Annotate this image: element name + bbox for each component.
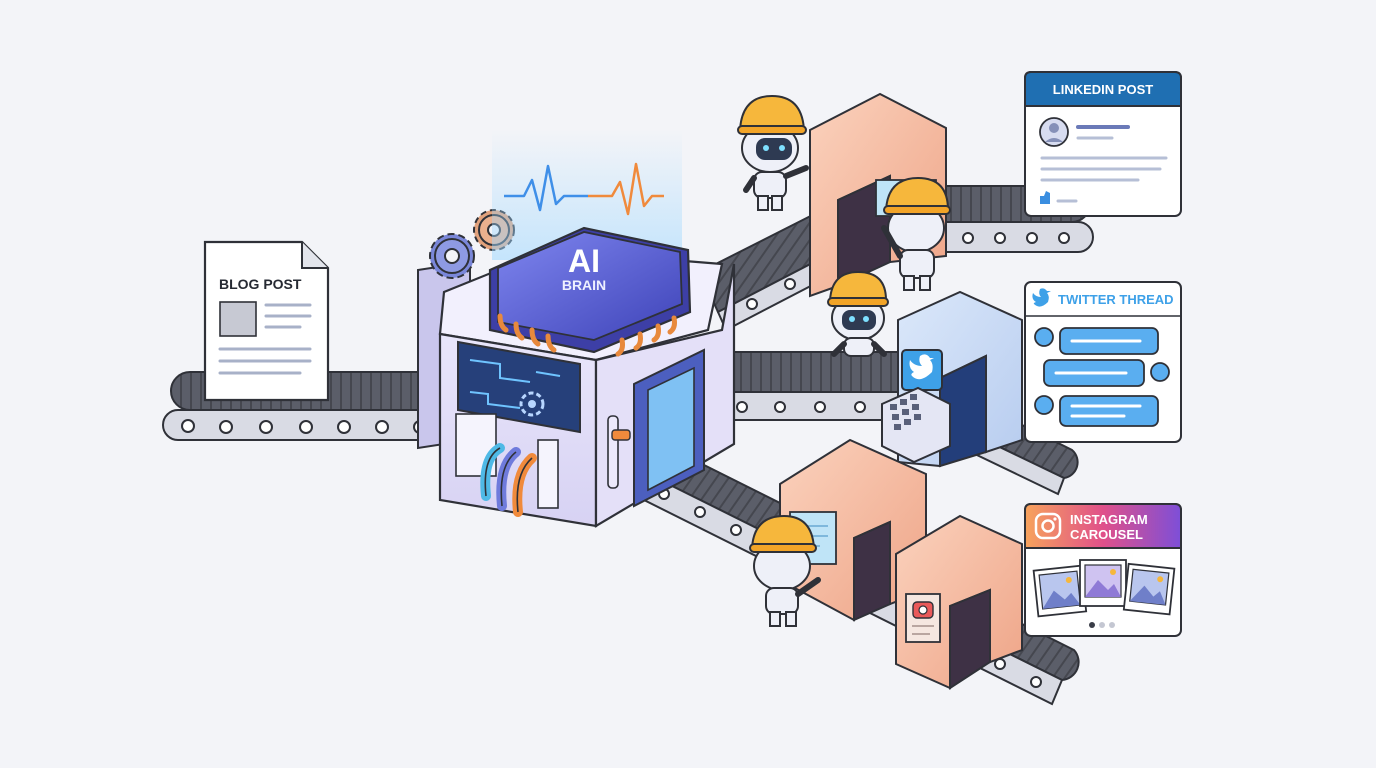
- instagram-carousel-card: INSTAGRAM CAROUSEL: [1024, 503, 1182, 637]
- robot-worker-4: [749, 514, 821, 627]
- pulse-wave-orange: [588, 162, 664, 216]
- linkedin-card-title: LINKEDIN POST: [1053, 82, 1153, 97]
- ai-brain-line2: BRAIN: [562, 277, 606, 293]
- instagram-card-title-line2: CAROUSEL: [1070, 527, 1143, 542]
- twitter-bird-icon: [1032, 288, 1051, 307]
- thumbs-up-icon: [1040, 191, 1050, 204]
- hard-hat-icon: [738, 94, 806, 131]
- robot-worker-1: [737, 94, 809, 211]
- twitter-thread-card: TWITTER THREAD: [1024, 281, 1182, 443]
- instagram-card-title-line1: INSTAGRAM: [1070, 512, 1148, 527]
- hard-hat-icon: [828, 270, 888, 301]
- instagram-camera-icon: [1034, 512, 1062, 540]
- ai-brain-machine: AI BRAIN: [417, 130, 736, 528]
- blog-post-document: BLOG POST: [203, 240, 330, 402]
- gear-icon: [519, 391, 545, 417]
- gear-icon: [429, 233, 475, 279]
- carousel-photo-2: [1079, 559, 1127, 607]
- carousel-photo-3: [1122, 562, 1176, 616]
- ai-brain-line1: AI: [568, 243, 600, 279]
- blog-post-title: BLOG POST: [219, 276, 302, 292]
- carousel-photo-1: [1032, 564, 1088, 618]
- robot-worker-3: [827, 270, 889, 357]
- robot-worker-2: [881, 176, 951, 291]
- blog-post-image: [219, 301, 257, 337]
- hard-hat-icon: [884, 176, 950, 211]
- thread-tweet-3: [1034, 395, 1159, 427]
- twitter-station-arch: [881, 290, 1023, 468]
- thread-tweet-2: [1043, 359, 1170, 387]
- instagram-station-arch-2: [895, 514, 1023, 690]
- pulse-wave-blue: [504, 164, 588, 212]
- carousel-pagination-dots: [1089, 622, 1115, 628]
- linkedin-post-card: LINKEDIN POST: [1024, 71, 1182, 217]
- thread-tweet-1: [1034, 327, 1159, 355]
- twitter-card-title: TWITTER THREAD: [1058, 292, 1174, 307]
- hard-hat-icon: [750, 514, 816, 549]
